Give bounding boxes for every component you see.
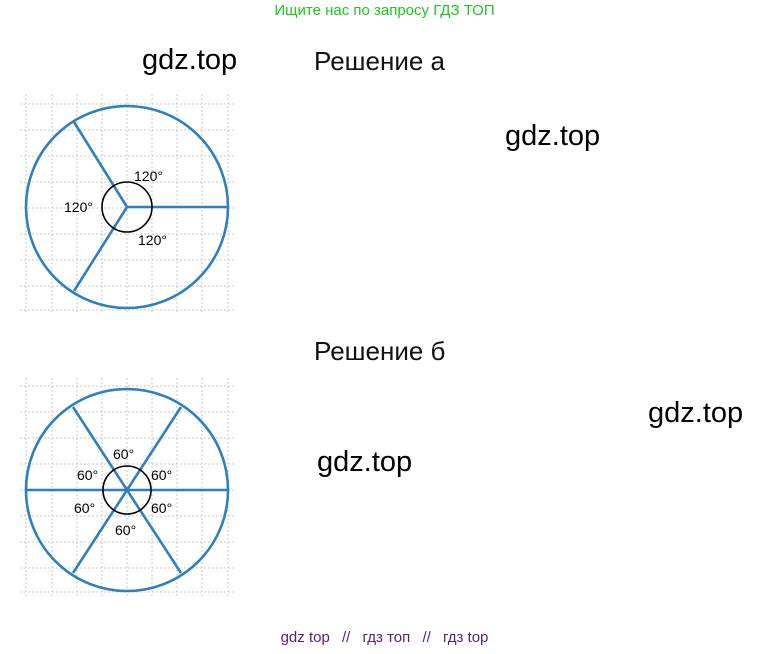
watermark: gdz.top (505, 120, 601, 152)
footer-separator: // (422, 629, 431, 646)
angle-label-a-2: 120° (64, 199, 93, 215)
diameter-b-3 (71, 406, 183, 574)
angle-label-a-1: 120° (134, 168, 163, 184)
footer-link-2[interactable]: гдз топ (362, 629, 411, 646)
angle-label-b-lower-right: 60° (151, 500, 172, 516)
footer-links: gdz top // гдз топ // гдз top (0, 629, 769, 646)
solution-b-heading: Решение б (314, 336, 446, 366)
angle-arc-b (102, 465, 152, 515)
angle-label-b-bottom: 60° (115, 522, 136, 538)
footer-link-1[interactable]: gdz top (280, 629, 330, 646)
angle-arc-a (101, 181, 153, 233)
angle-label-b-lower-left: 60° (74, 500, 95, 516)
radius-a-3 (72, 206, 129, 292)
angle-label-b-top: 60° (113, 446, 134, 462)
watermark: gdz.top (648, 397, 744, 429)
promo-banner: Ищите нас по запросу ГДЗ ТОП (274, 2, 495, 19)
angle-label-b-upper-left: 60° (77, 467, 98, 483)
angle-label-b-upper-right: 60° (151, 467, 172, 483)
solution-a-heading: Решение а (314, 46, 446, 76)
watermark: gdz.top (142, 44, 238, 76)
angle-label-a-3: 120° (138, 232, 167, 248)
watermark: gdz.top (317, 446, 413, 478)
footer-link-3[interactable]: гдз top (442, 629, 489, 646)
footer-separator: // (341, 629, 351, 646)
radius-a-2 (72, 121, 129, 208)
grid-background-a (20, 94, 236, 314)
